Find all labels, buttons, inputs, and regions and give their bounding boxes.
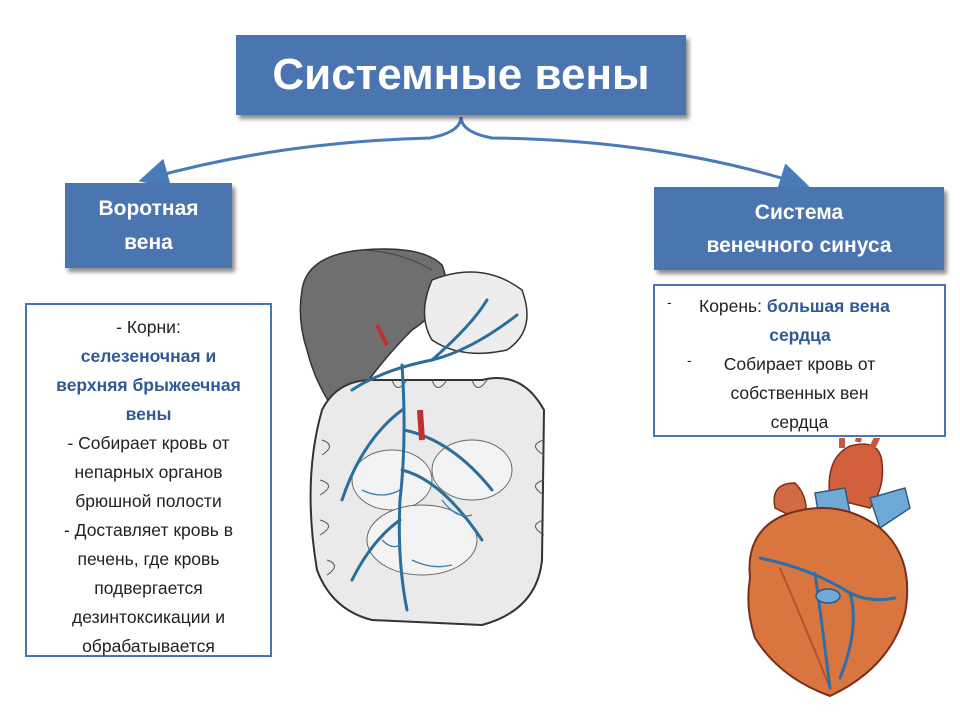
text-line: брюшной полости bbox=[75, 491, 222, 511]
arrow-right bbox=[459, 116, 810, 192]
text-line: - Корни: bbox=[116, 317, 181, 337]
heart-illustration bbox=[747, 438, 911, 698]
text-line: - Собирает кровь от bbox=[67, 433, 230, 453]
text-line: Собирает кровь от bbox=[723, 354, 876, 374]
portal-vein-heading: Воротная вена bbox=[65, 183, 232, 268]
root-highlight: большая вена bbox=[766, 296, 890, 316]
page-title: Системные вены bbox=[236, 35, 686, 115]
text-line: дезинтоксикации и bbox=[72, 607, 225, 627]
root-highlight: сердца bbox=[769, 325, 831, 345]
roots-highlight: верхняя брыжеечная bbox=[56, 375, 241, 395]
text-line: печень, где кровь bbox=[77, 549, 220, 569]
coronary-sinus-description: - Корень: большая вена сердца - Собирает… bbox=[653, 284, 946, 437]
text-line: подвергается bbox=[94, 578, 203, 598]
text-line: сердца bbox=[770, 412, 829, 432]
bullet-mark: - bbox=[687, 352, 692, 368]
bullet-item: - Собирает кровь от bbox=[655, 350, 944, 379]
text-line: непарных органов bbox=[74, 462, 223, 482]
coronary-sinus-heading-line2: венечного синуса bbox=[706, 233, 892, 257]
portal-vein-heading-line1: Воротная bbox=[98, 196, 199, 220]
portal-vein-heading-line2: вена bbox=[124, 230, 173, 254]
roots-highlight: селезеночная и bbox=[80, 346, 217, 366]
bullet-mark: - bbox=[667, 294, 672, 310]
coronary-sinus-heading: Система венечного синуса bbox=[654, 187, 944, 270]
bullet-item: - Корень: большая вена bbox=[655, 292, 944, 321]
root-prefix: Корень: bbox=[699, 296, 767, 316]
text-line: - Доставляет кровь в bbox=[63, 520, 234, 540]
abdominal-organs-illustration bbox=[299, 248, 546, 627]
portal-vein-description: - Корни: селезеночная и верхняя брыжеечн… bbox=[25, 303, 272, 657]
text-line: обрабатывается bbox=[82, 636, 215, 656]
text-line: собственных вен bbox=[730, 383, 869, 403]
arrow-left bbox=[138, 116, 463, 188]
roots-highlight: вены bbox=[125, 404, 172, 424]
coronary-sinus-heading-line1: Система bbox=[754, 200, 844, 224]
